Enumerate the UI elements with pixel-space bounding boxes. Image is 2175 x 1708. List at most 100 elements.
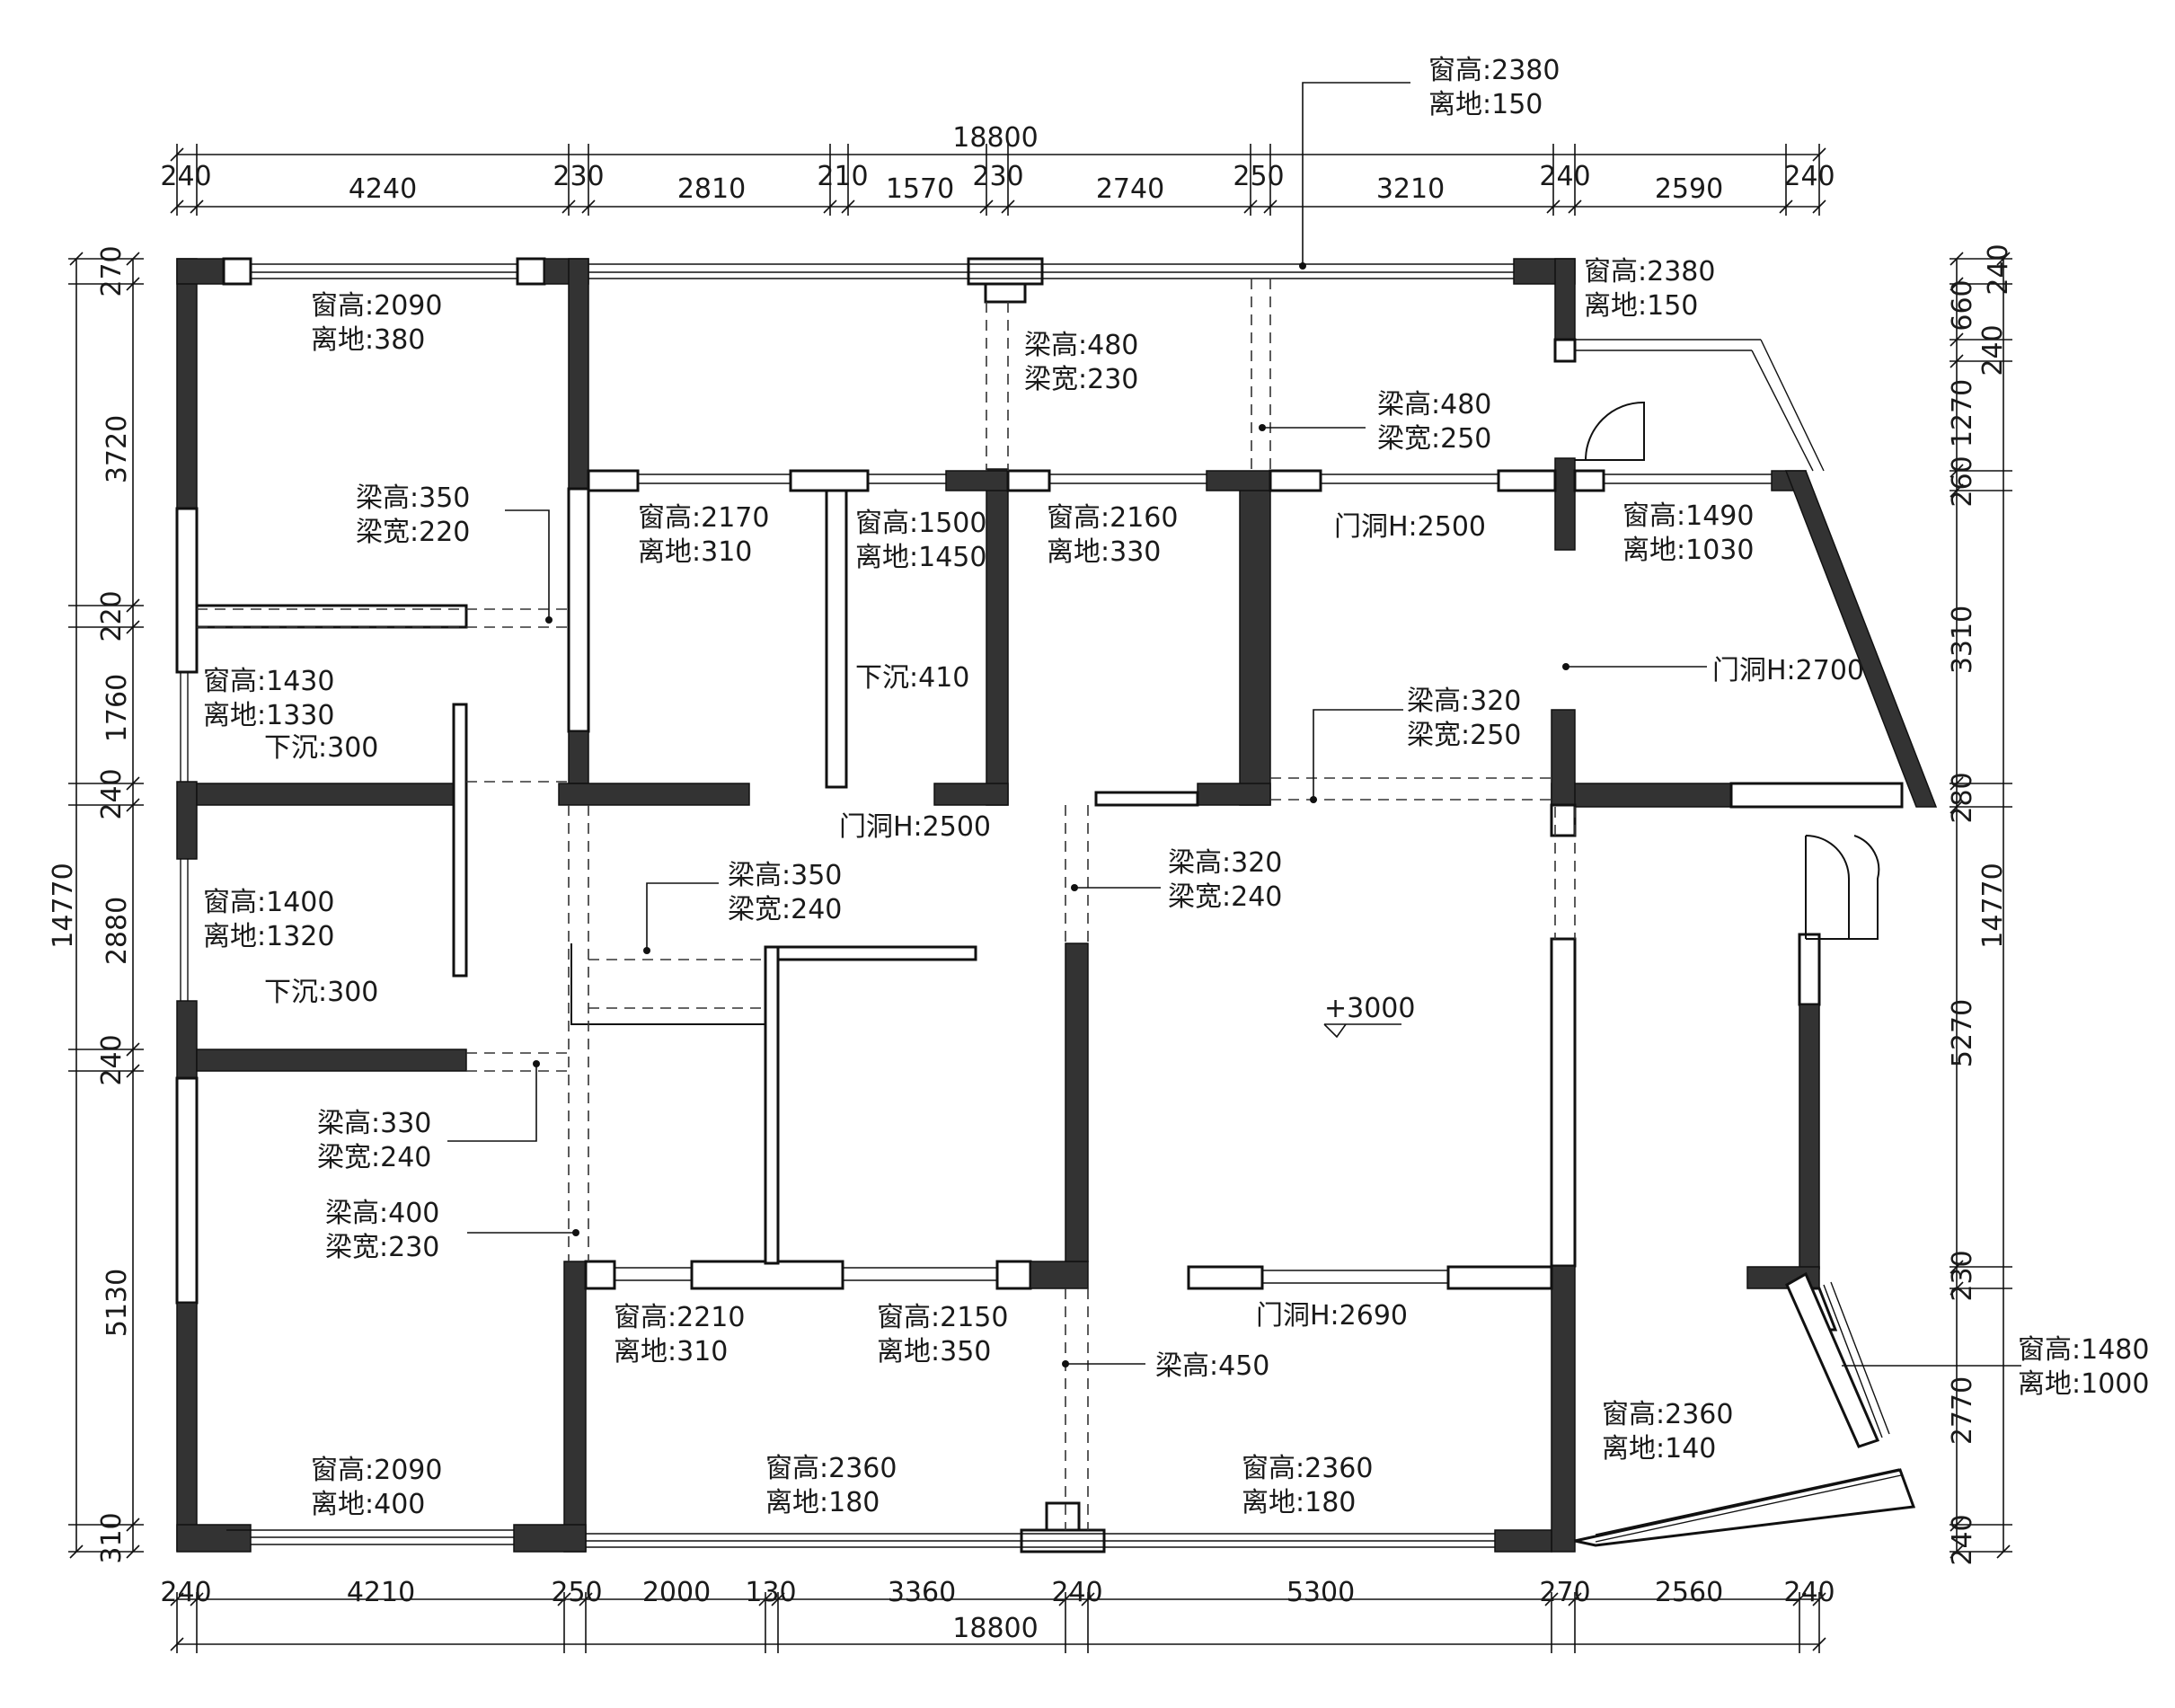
window-sill-label: 离地:1330: [203, 700, 334, 731]
dimension-slash: [1950, 1544, 1964, 1559]
dimension-slash: [1058, 1592, 1073, 1606]
bottom-dimension-ticks: [170, 1592, 1826, 1653]
annotation-labels: 窗高:2380 离地:150 窗高:2090 离地:380 窗高:2380 离地…: [203, 55, 2149, 1520]
window-height-label: 窗高:2360: [765, 1453, 897, 1484]
beam-height-label: 梁高:320: [1168, 847, 1282, 879]
window-height-label: 窗高:2090: [311, 1455, 442, 1486]
beam-width-label: 梁宽:240: [1168, 881, 1282, 913]
sunken-label: 下沉:300: [264, 977, 378, 1008]
dimension-slash: [1779, 199, 1793, 214]
window-sill-label: 离地:310: [638, 536, 752, 568]
dimension-slash: [126, 620, 140, 634]
bottom-dimension: 2000: [642, 1577, 711, 1608]
dimension-slash: [1263, 199, 1278, 214]
window-height-label: 窗高:2380: [1584, 256, 1715, 288]
dimension-slash: [557, 1592, 571, 1606]
window-height-label: 窗高:1400: [203, 887, 334, 918]
top-dimension: 2740: [1096, 173, 1164, 205]
leader-lines: [447, 82, 2021, 1367]
right-dimension: 3310: [1947, 606, 1978, 674]
left-dimension: 3720: [102, 415, 133, 483]
top-dimension: 2810: [677, 173, 746, 205]
dimension-slash: [126, 776, 140, 791]
dimension-slash: [126, 1544, 140, 1559]
bottom-dimension: 250: [551, 1577, 602, 1608]
window-sill-label: 离地:180: [765, 1487, 880, 1518]
beam-height-label: 梁高:480: [1377, 389, 1491, 420]
top-dimension-ticks: [170, 144, 1826, 216]
right-dimension: 660: [1947, 279, 1978, 331]
window-height-label: 窗高:2360: [1242, 1453, 1373, 1484]
top-dimension: 240: [1539, 161, 1590, 192]
beam-width-label: 梁宽:240: [317, 1142, 431, 1173]
window-height-label: 窗高:1430: [203, 666, 334, 697]
beam-height-label: 梁高:350: [356, 482, 470, 514]
dimension-slash: [126, 277, 140, 291]
top-dimension: 210: [817, 161, 868, 192]
dimension-slash: [126, 1064, 140, 1078]
right-dimension-ticks: [1950, 252, 2012, 1559]
right-dimension: 280: [1947, 772, 1978, 823]
top-dimension: 240: [160, 161, 211, 192]
left-dimension: 240: [96, 768, 128, 819]
window-height-label: 窗高:2210: [614, 1302, 745, 1333]
dimension-slash: [1950, 1518, 1964, 1532]
window-sill-label: 离地:310: [614, 1336, 728, 1367]
dimension-slash: [979, 199, 994, 214]
sunken-label: 下沉:410: [855, 662, 969, 694]
left-total-dimension: 14770: [48, 863, 79, 948]
door-opening-label: 门洞H:2700: [1712, 655, 1864, 686]
window-height-label: 窗高:1490: [1622, 500, 1754, 532]
dimension-slash: [1950, 776, 1964, 791]
left-dimension: 1760: [102, 674, 133, 742]
top-total-dimension: 18800: [952, 122, 1038, 154]
bottom-dimension: 270: [1539, 1577, 1590, 1608]
dimension-slash: [170, 1637, 184, 1651]
dimension-slash: [69, 1544, 84, 1559]
beam-height-label: 梁高:320: [1407, 686, 1521, 717]
dimension-slash: [126, 598, 140, 613]
door-opening-label: 门洞H:2500: [839, 811, 991, 843]
window-lines: [180, 263, 1902, 1548]
window-sill-label: 离地:1000: [2018, 1368, 2149, 1400]
beam-width-label: 梁宽:240: [728, 894, 842, 925]
dimension-slash: [1950, 483, 1964, 498]
window-height-label: 窗高:1500: [855, 508, 986, 539]
bottom-total-dimension: 18800: [952, 1613, 1038, 1644]
window-sill-label: 离地:330: [1047, 536, 1161, 568]
dimension-slash: [1812, 1637, 1826, 1651]
top-dimension: 240: [1783, 161, 1835, 192]
dimension-slash: [1950, 354, 1964, 368]
top-dimension: 2590: [1655, 173, 1723, 205]
window-sill-label: 离地:150: [1584, 290, 1698, 322]
left-dimension: 270: [96, 245, 128, 296]
dimension-slash: [1544, 1592, 1559, 1606]
left-dimension-ticks: [68, 252, 144, 1559]
right-total-dimension: 14770: [1977, 863, 2009, 948]
window-height-label: 窗高:2380: [1428, 55, 1560, 86]
dimension-slash: [1996, 1544, 2011, 1559]
dimension-slash: [1792, 1592, 1807, 1606]
left-dimension: 2880: [102, 897, 133, 965]
dimension-slash: [170, 147, 184, 162]
top-dimension: 3210: [1376, 173, 1445, 205]
top-dimension: 230: [553, 161, 604, 192]
dimension-slash: [581, 199, 596, 214]
bottom-dimension: 130: [745, 1577, 796, 1608]
window-sill-label: 离地:400: [311, 1489, 425, 1520]
dimension-slash: [126, 1042, 140, 1057]
dimension-slash: [190, 199, 204, 214]
dimension-slash: [1950, 1260, 1964, 1274]
dimension-slash: [1950, 277, 1964, 291]
dimension-slash: [561, 199, 576, 214]
beam-width-label: 梁宽:230: [1024, 364, 1138, 395]
beam-width-label: 梁宽:230: [325, 1232, 439, 1263]
beam-width-label: 梁宽:250: [1377, 423, 1491, 455]
left-dimension: 220: [96, 590, 128, 642]
window-sill-label: 离地:1320: [203, 921, 334, 952]
dimension-slash: [1243, 199, 1258, 214]
dimension-slash: [1081, 1592, 1095, 1606]
window-height-label: 窗高:2160: [1047, 502, 1178, 534]
right-dimension: 1270: [1947, 379, 1978, 447]
